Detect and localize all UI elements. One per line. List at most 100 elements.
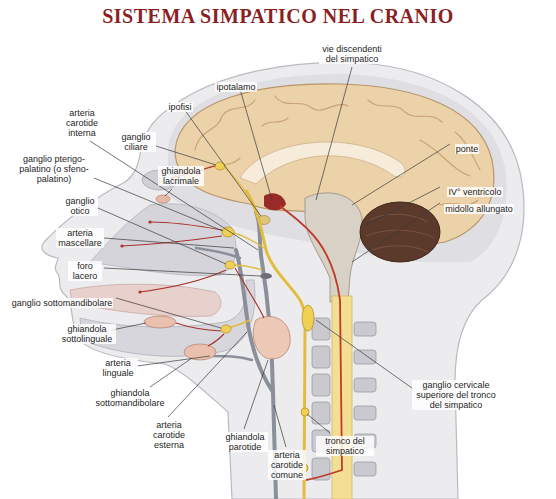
leader-line [316, 320, 412, 388]
fibre [122, 236, 222, 246]
leader-line [244, 360, 268, 429]
vertebra-process [354, 406, 376, 420]
gyrus [455, 132, 480, 170]
part-label: ipofisi [167, 102, 192, 112]
label-anchor: ghiandola sottolinguale [58, 324, 116, 346]
part-label: ganglio ciliare [116, 132, 156, 152]
vertebra-process [354, 350, 376, 364]
fibre-ends [120, 176, 173, 293]
leader-line [352, 144, 450, 205]
part-label: arteria carotide comune [268, 450, 306, 480]
part-label: arteria mascellare [56, 228, 104, 248]
fibre [228, 320, 250, 328]
part-label: ponte [455, 144, 480, 154]
part-label: ghiandola lacrimale [158, 166, 204, 186]
fibre [176, 323, 221, 331]
label-anchor: arteria carotide interna [62, 108, 102, 140]
part-label: ghiandola parotide [222, 432, 268, 452]
label-anchor: ponte [452, 138, 482, 156]
part-label: ganglio otico [62, 196, 98, 216]
label-anchor: arteria carotide esterna [150, 420, 188, 452]
label-anchor: midollo allungato [440, 198, 518, 216]
brainstem [305, 193, 362, 302]
submandibular-ganglion [221, 325, 231, 333]
lingual-artery [212, 356, 252, 360]
vertebra [312, 374, 330, 396]
title-area: SISTEMA SIMPATICO NEL CRANIO [0, 5, 556, 28]
label-anchor: arteria mascellare [56, 228, 104, 250]
leader-line [112, 323, 146, 330]
leader-line [364, 187, 440, 226]
gyrus [195, 100, 255, 150]
leader-line [104, 268, 260, 276]
fibre [208, 334, 224, 346]
fibre [230, 232, 264, 248]
vertebra-process [354, 462, 376, 476]
label-anchor: ganglio ciliare [116, 132, 156, 154]
label-anchor: ganglio cervicale superiore del tronco d… [412, 380, 500, 412]
gyrus [275, 96, 348, 110]
folium [372, 246, 428, 252]
part-label: arteria carotide esterna [150, 420, 188, 450]
label-anchor: foro lacero [68, 261, 102, 283]
folium [366, 230, 434, 238]
head-outline [42, 63, 524, 499]
corpus-callosum [240, 142, 405, 184]
foramen-lacerum [260, 273, 272, 279]
lacrimal-gland [156, 195, 170, 203]
label-anchor: arteria carotide comune [268, 450, 306, 482]
part-label: foro lacero [68, 261, 102, 281]
label-anchor: ghiandola lacrimale [158, 166, 204, 188]
fibre-end [120, 244, 123, 247]
common-carotid [273, 392, 276, 499]
nasal-cavity [90, 204, 236, 276]
vertebra-process [354, 378, 376, 392]
label-anchor: ipotalamo [212, 76, 260, 94]
label-anchor: tronco del simpatico [316, 436, 374, 458]
label-anchor: ganglio sottomandibolare [6, 292, 118, 310]
gyrus [200, 158, 240, 172]
vertebra-process [354, 322, 376, 336]
leader-line [352, 203, 440, 262]
label-anchor: arteria linguale [98, 358, 138, 380]
part-label: midollo allungato [444, 204, 514, 214]
label-anchor: IV° ventricolo [440, 181, 510, 199]
leader-line [274, 405, 286, 447]
vertebrae [312, 318, 376, 480]
vertebra [312, 318, 330, 340]
leader-line [165, 189, 172, 196]
leader-line [240, 89, 272, 200]
fibre [232, 265, 262, 270]
fibre-end [148, 220, 151, 223]
leader-line [90, 141, 258, 250]
ciliary-ganglion [215, 162, 225, 170]
leader-line [156, 146, 216, 165]
leader-line [307, 414, 330, 433]
part-label: arteria linguale [98, 358, 138, 378]
part-label: IV° ventricolo [447, 187, 502, 197]
leader-line [116, 298, 221, 328]
vertebra [312, 346, 330, 368]
leader-line [104, 238, 234, 248]
facial-fibres [122, 166, 264, 346]
part-label: ghiandola sottolinguale [58, 324, 116, 344]
part-label: ipotalamo [215, 82, 256, 92]
maxillary-artery [196, 248, 240, 258]
mandible [80, 280, 255, 356]
gyrus [368, 100, 442, 122]
label-anchor: vie discendenti del simpatico [319, 44, 385, 66]
leader-line [150, 358, 192, 387]
superior-cervical-ganglion [302, 305, 314, 331]
leader-line [316, 67, 352, 200]
leader-line [184, 109, 261, 216]
otic-ganglion [225, 261, 235, 269]
part-label: tronco del simpatico [316, 436, 374, 456]
gyrus [262, 118, 288, 126]
sublingual-gland [144, 316, 176, 328]
label-anchor: ghiandola sottomandibolare [92, 388, 168, 410]
label-anchor: ghiandola parotide [222, 432, 268, 454]
leader-line [137, 356, 210, 366]
part-label: ghiandola sottomandibolare [92, 388, 168, 408]
label-anchor: ipofisi [162, 96, 198, 114]
